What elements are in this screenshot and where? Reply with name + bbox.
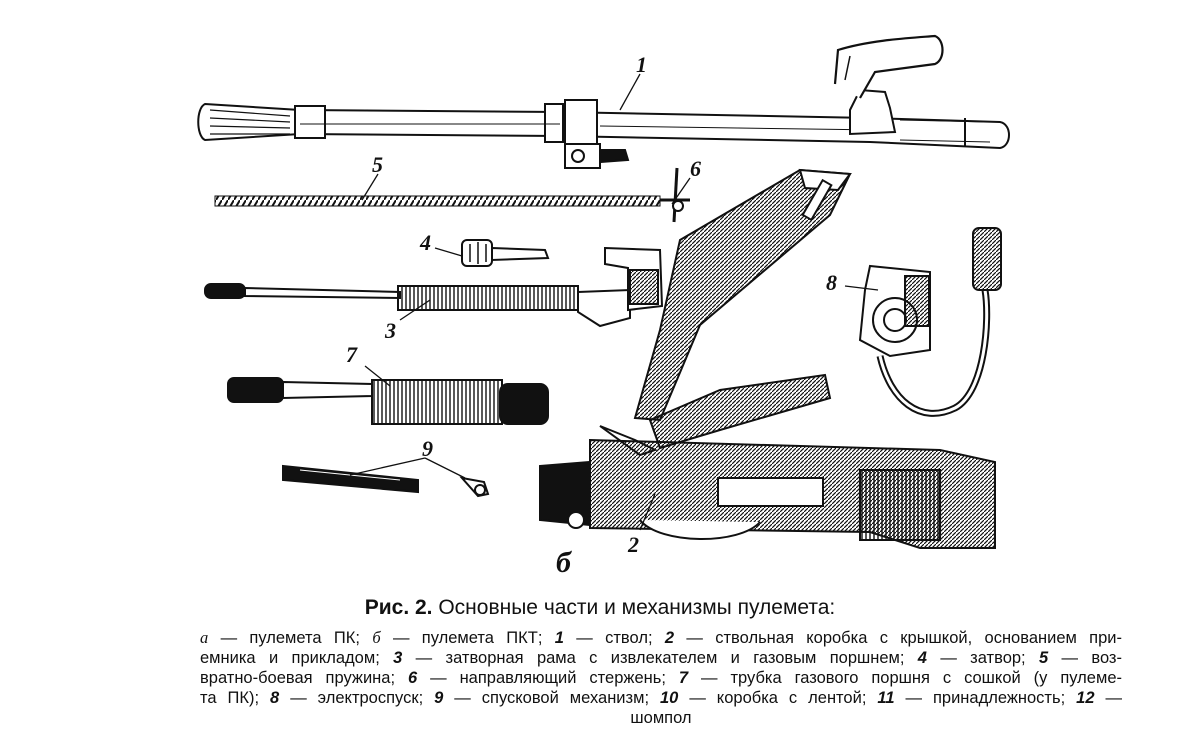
legend-text: — пулемета ПК; — [208, 629, 373, 647]
legend-key: 7 — [678, 669, 689, 687]
legend-text: — ствол; — [563, 629, 665, 647]
legend-key: 12 — [1076, 689, 1095, 707]
legend-key: 1 — [554, 629, 564, 647]
legend-key: 8 — [270, 689, 280, 707]
trigger-mechanism-drawing — [282, 464, 490, 498]
legend-text: вратно-боевая пружина; — [200, 669, 408, 687]
part-label-9: 9 — [422, 436, 433, 461]
legend-text: — спусковой механизм; — [443, 689, 660, 707]
legend-text: емника и прикладом; — [200, 649, 394, 667]
part-label-3: 3 — [384, 318, 396, 343]
figure-number: Рис. 2. — [364, 596, 433, 619]
part-label-5: 5 — [372, 152, 383, 177]
bolt-drawing — [461, 239, 550, 267]
figure-caption-title: Рис. 2. Основные части и механизмы пулем… — [0, 596, 1200, 620]
part-label-4: 4 — [419, 230, 431, 255]
part-label-2: 2 — [627, 532, 639, 557]
legend-key: 5 — [1038, 649, 1049, 667]
legend-key: 6 — [407, 669, 418, 687]
electric-trigger-drawing — [858, 227, 1002, 417]
legend-text: — затвор; — [926, 649, 1039, 667]
part-label-7: 7 — [346, 342, 358, 367]
legend-text: — коробка с лентой; — [678, 689, 878, 707]
guide-rod-drawing — [672, 167, 684, 223]
legend-text: — трубка газового поршня с сошкой (у пул… — [688, 669, 1123, 687]
figure-title: Основные части и механизмы пулемета: — [438, 596, 836, 619]
legend-key: б — [372, 628, 381, 647]
legend-line-1: а — пулемета ПК; б — пулемета ПКТ; 1 — с… — [200, 628, 1122, 648]
figure-legend: а — пулемета ПК; б — пулемета ПКТ; 1 — с… — [200, 628, 1122, 728]
parts-illustration: 1 5 6 4 3 7 9 8 2 б — [197, 34, 1010, 579]
legend-key: 10 — [660, 689, 679, 707]
return-spring-drawing — [214, 195, 690, 207]
bolt-carrier-drawing — [204, 246, 664, 328]
legend-key: 11 — [877, 689, 895, 707]
subfigure-label: б — [556, 546, 572, 579]
legend-text: — затворная рама с извлекателем и газовы… — [402, 649, 918, 667]
legend-text: — принадлежность; — [894, 689, 1077, 707]
legend-text: — пулемета ПКТ; — [380, 629, 555, 647]
legend-line-3: вратно-боевая пружина; 6 — направляющий … — [200, 668, 1122, 688]
legend-key: 2 — [664, 629, 675, 647]
legend-line-5: шомпол — [630, 709, 692, 727]
barrel-drawing — [197, 34, 1010, 169]
legend-key: 9 — [434, 689, 444, 707]
legend-line-4: та ПК); 8 — электроспуск; 9 — спусковой … — [200, 688, 1122, 708]
legend-text: — электроспуск; — [279, 689, 435, 707]
part-label-8: 8 — [826, 270, 837, 295]
legend-text: — воз- — [1048, 649, 1122, 667]
legend-text: та ПК); — [200, 689, 271, 707]
legend-text: — — [1094, 689, 1122, 707]
leader-lines — [349, 73, 879, 531]
gas-piston-tube-drawing — [227, 377, 549, 425]
legend-line-2: емника и прикладом; 3 — затворная рама с… — [200, 648, 1122, 668]
receiver-drawing — [539, 168, 996, 549]
part-label-1: 1 — [636, 52, 647, 77]
legend-key: 3 — [393, 649, 403, 667]
legend-text: — ствольная коробка с крышкой, основание… — [674, 629, 1122, 647]
legend-text: — направляющий стержень; — [417, 669, 679, 687]
legend-key: а — [200, 628, 209, 647]
part-label-6: 6 — [690, 156, 701, 181]
legend-key: 4 — [917, 649, 927, 667]
